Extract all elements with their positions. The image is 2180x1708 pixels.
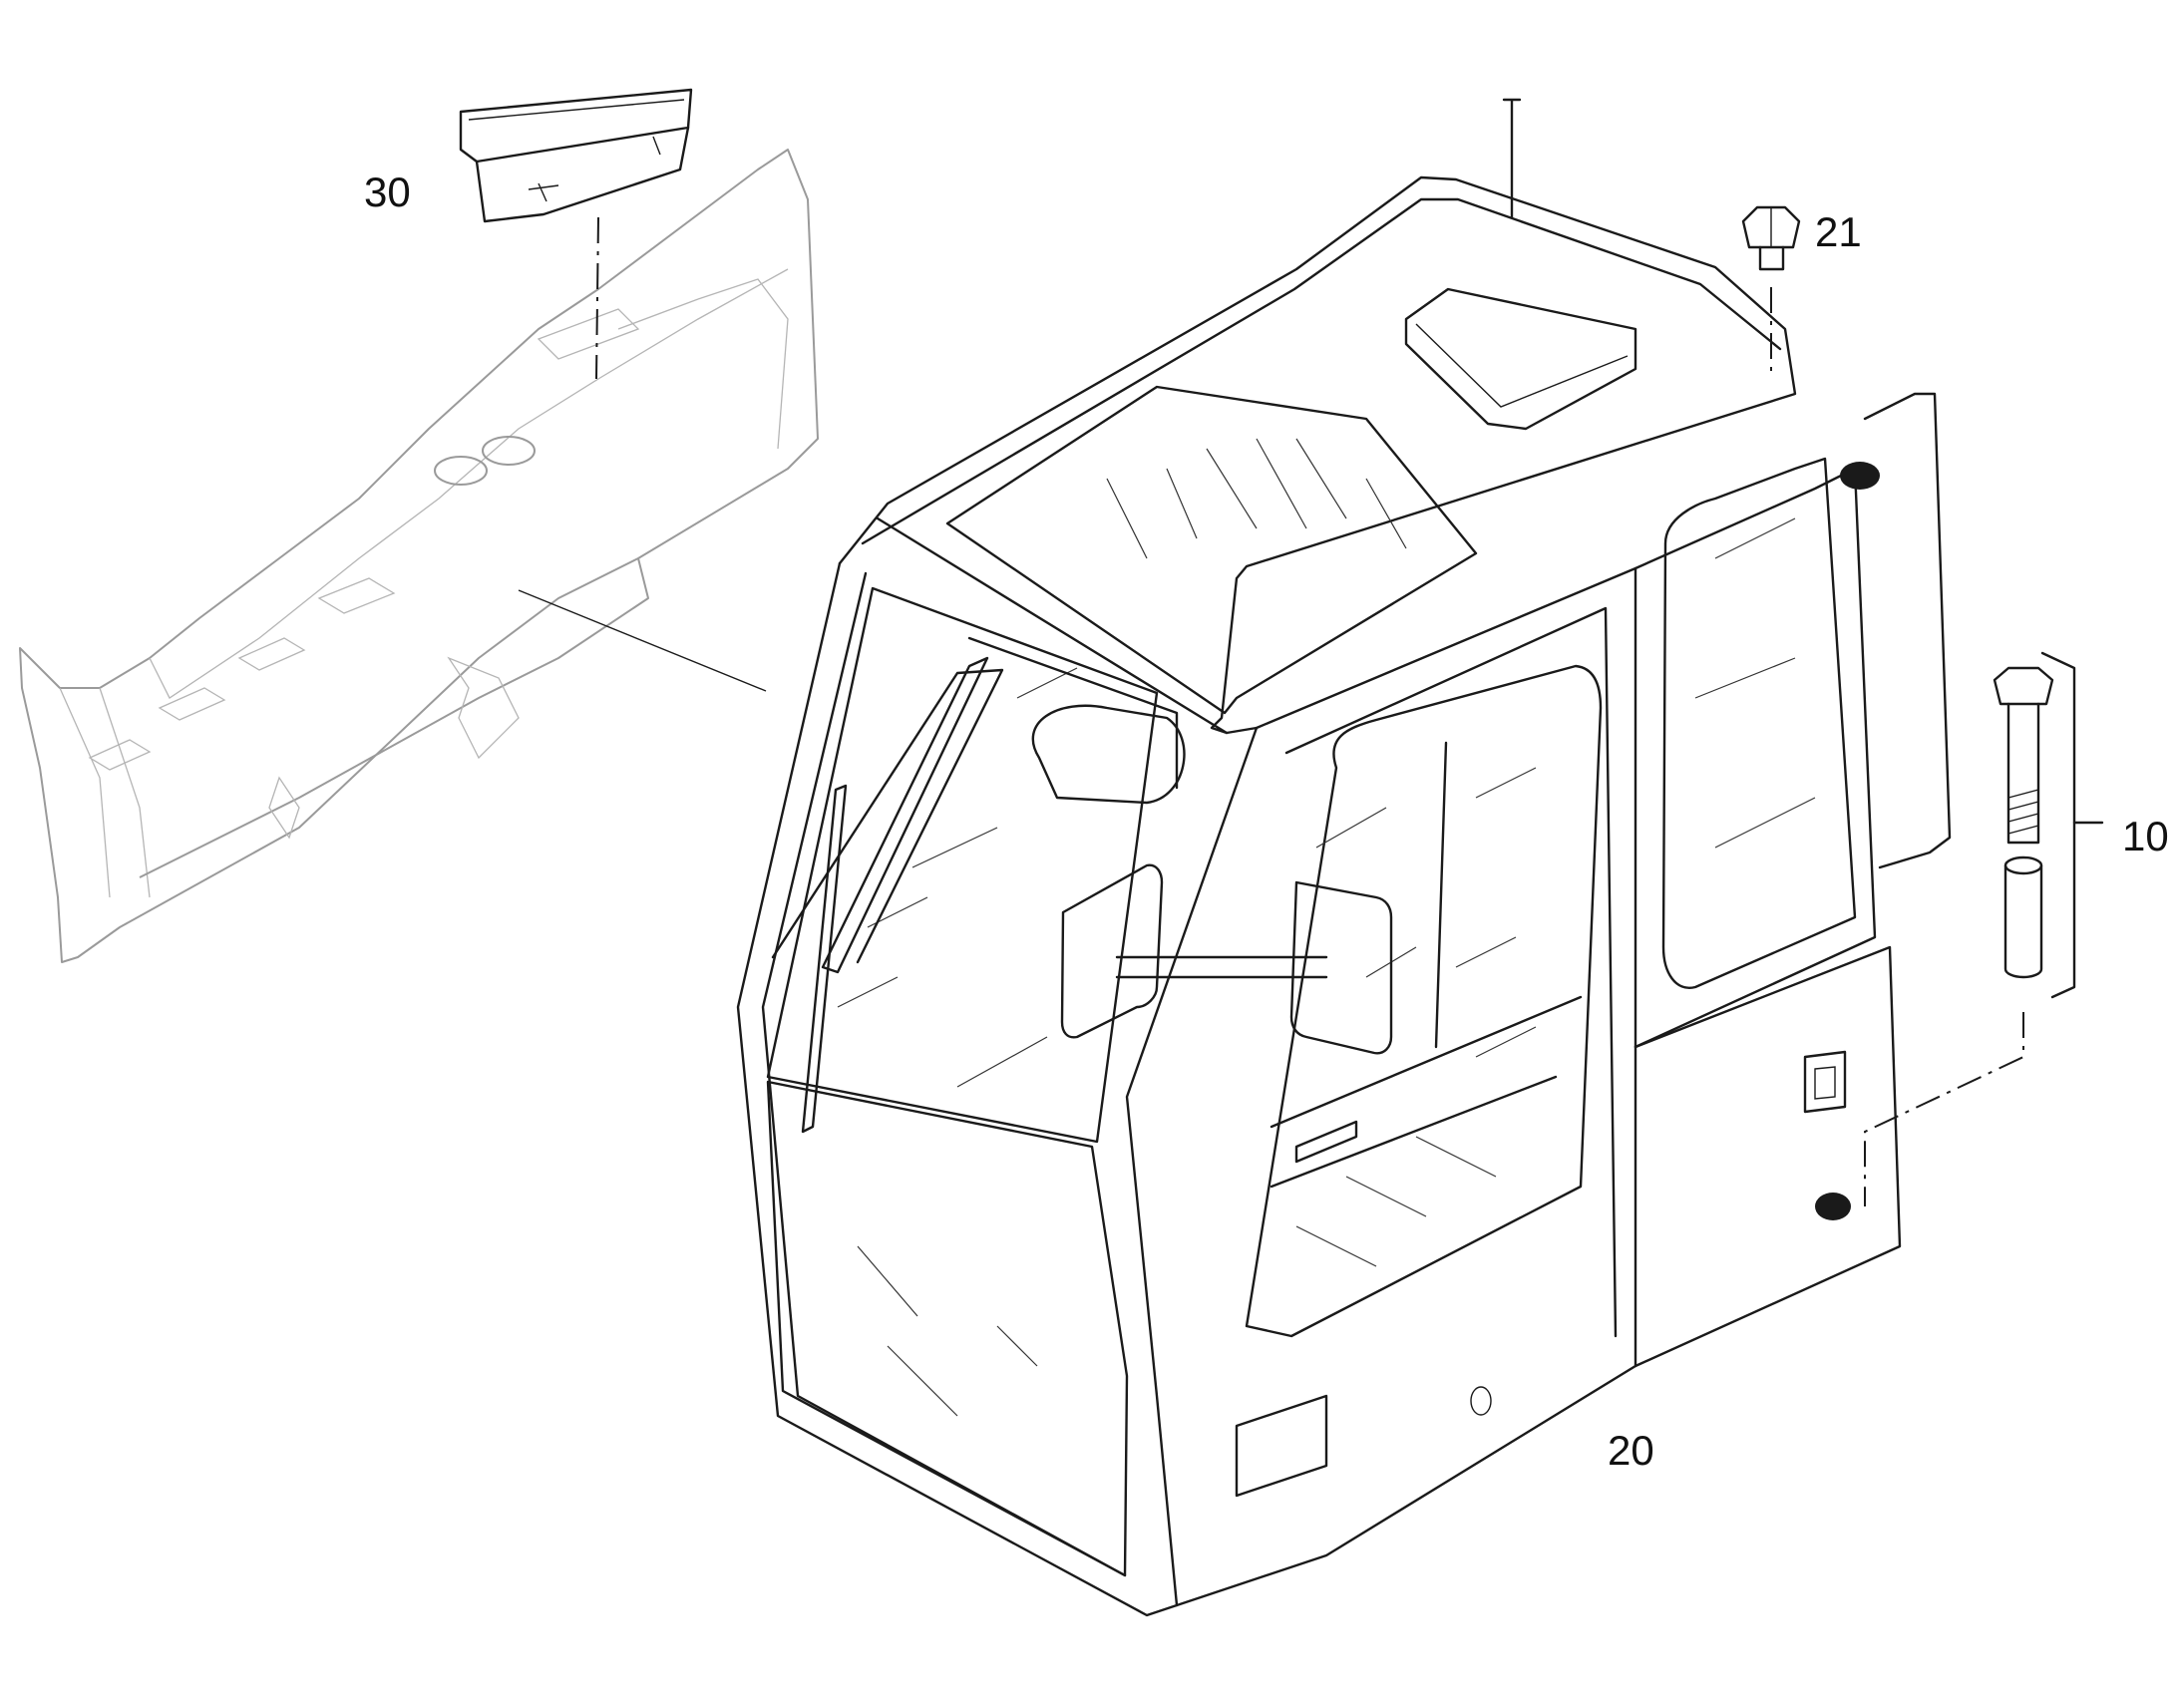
storage-tray-part-30 [459,88,693,223]
console-panel [19,149,819,963]
leader-line-10 [1864,1012,2024,1206]
cab-assembly-part-20 [736,98,1952,1617]
callout-20: 20 [1608,1427,1654,1474]
bracket-10 [2040,651,2076,999]
bolt-part-21 [1741,205,1801,271]
leader-line-30 [595,216,599,380]
callout-21: 21 [1815,208,1862,255]
callout-10: 10 [2122,813,2169,859]
bolt-and-spacer-part-10 [1993,666,2054,979]
callout-30: 30 [364,169,411,215]
leader-line-console [518,589,767,692]
rear-light-icon [1840,462,1880,490]
